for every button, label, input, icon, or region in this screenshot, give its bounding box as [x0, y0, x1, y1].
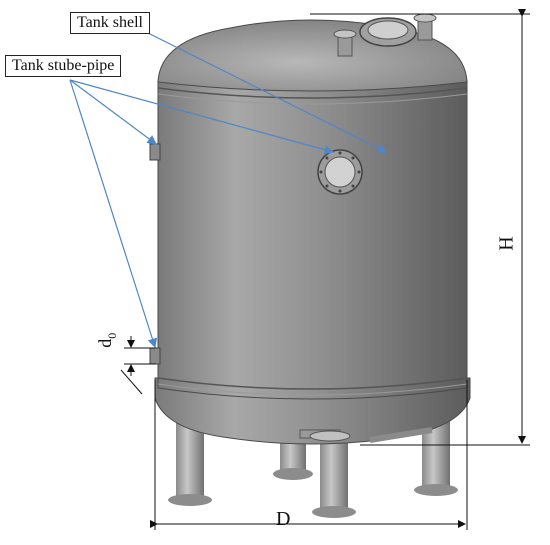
dimension-d0-main: d [95, 338, 116, 348]
arrow-pipe-bottom [69, 79, 158, 349]
label-tank-stube-pipe: Tank stube-pipe [5, 55, 122, 77]
tank-body [149, 13, 471, 445]
dimension-d0-sub: 0 [104, 332, 119, 339]
arrow-pipe-top [69, 79, 157, 145]
arrow-pipe-manhole [69, 79, 335, 155]
dimension-d0-label: d0 [95, 333, 120, 348]
callout-arrows [69, 31, 388, 349]
tank-legs [168, 418, 458, 518]
dimension-lines [120, 9, 530, 530]
label-tank-shell: Tank shell [70, 12, 150, 34]
dimension-h-label: H [495, 236, 518, 251]
arrow-tank-shell [145, 31, 388, 153]
dimension-d-label: D [276, 508, 291, 530]
